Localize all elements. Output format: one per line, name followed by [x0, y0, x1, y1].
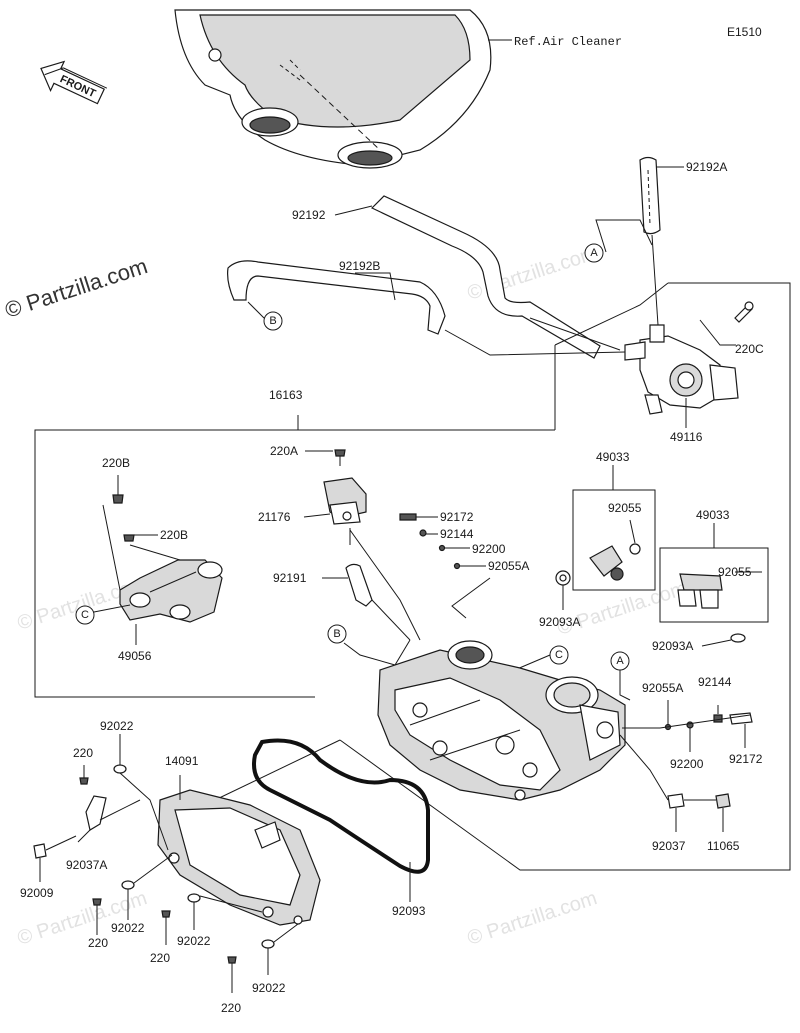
label-92022-b: 92022: [111, 921, 145, 935]
o-ring-92055-a: [629, 543, 641, 555]
screw-220a: [334, 449, 346, 457]
bolt-220-a: [79, 777, 89, 785]
hose-92191: [345, 563, 373, 607]
callout-b-lower-label: B: [333, 628, 340, 640]
washer-92022-d: [261, 939, 275, 949]
callout-c-right-label: C: [555, 649, 563, 661]
label-92144-a: 92144: [440, 527, 474, 541]
callout-c-right: [549, 645, 569, 665]
o-ring-92144-b: [713, 714, 723, 723]
o-ring-92200: [438, 544, 446, 552]
bolt-220b-lower: [123, 534, 135, 542]
air-cleaner-box: [174, 9, 492, 169]
label-220-d: 220: [221, 1001, 241, 1015]
clamp-92037: [667, 793, 685, 809]
label-92055-b: 92055: [718, 565, 752, 579]
label-92200-a: 92200: [472, 542, 506, 556]
label-220-a: 220: [73, 746, 93, 760]
assembly-frame: [34, 282, 791, 871]
label-21176: 21176: [258, 510, 291, 524]
label-92192: 92192: [292, 208, 326, 222]
label-49056: 49056: [118, 649, 152, 663]
label-92022-c: 92022: [177, 934, 211, 948]
o-ring-92144: [419, 529, 427, 537]
bolt-220-b: [92, 898, 102, 906]
label-14091: 14091: [165, 754, 199, 768]
watermark-main: © Partzilla.com: [2, 253, 151, 323]
label-92022-a: 92022: [100, 719, 134, 733]
label-220b-lower: 220B: [160, 528, 188, 542]
injector-box-49033-b: [659, 547, 769, 623]
callout-a-lower-label: A: [616, 655, 624, 667]
label-220a: 220A: [270, 444, 298, 458]
label-220b-upper: 220B: [102, 456, 130, 470]
cover-14091: [157, 789, 321, 926]
label-92037a: 92037A: [66, 858, 107, 872]
callout-c-left: [75, 605, 95, 625]
sensor-21176: [323, 477, 367, 525]
bracket-92037a: [85, 795, 107, 831]
label-49033-a: 49033: [596, 450, 630, 464]
label-92055a-a: 92055A: [488, 559, 529, 573]
label-92022-d: 92022: [252, 981, 286, 995]
injector-plug-92172: [399, 513, 417, 521]
callout-b-lower: [327, 624, 347, 644]
bolt-220-c: [161, 910, 171, 918]
washer-92022-b: [121, 880, 135, 890]
label-49116: 49116: [670, 430, 703, 444]
bolt-92009: [33, 843, 47, 859]
injector-49033-a: [589, 545, 624, 581]
cap-11065: [715, 793, 731, 809]
label-92200-b: 92200: [670, 757, 704, 771]
diagram-code: E1510: [727, 25, 762, 39]
label-92009: 92009: [20, 886, 54, 900]
reference-air-cleaner: Ref.Air Cleaner: [514, 35, 622, 49]
front-arrow-icon: FRONT: [40, 60, 108, 105]
label-92093a-b: 92093A: [652, 639, 693, 653]
label-220c: 220C: [735, 342, 764, 356]
gasket-92093: [252, 738, 430, 874]
label-92093a-a: 92093A: [539, 615, 580, 629]
injector-49033-b: [677, 573, 723, 609]
washer-92022-a: [113, 764, 127, 774]
watermark-faint-5: © Partzilla.com: [555, 577, 690, 640]
label-92144-b: 92144: [698, 675, 732, 689]
water-outlet-49056: [119, 559, 223, 623]
label-92172-b: 92172: [729, 752, 763, 766]
label-92172-a: 92172: [440, 510, 474, 524]
callout-b-upper: [263, 311, 283, 331]
purge-valve-49116: [624, 324, 739, 415]
callout-c-left-label: C: [81, 609, 89, 621]
seal-92093a-b: [730, 633, 746, 643]
o-ring-92055a: [453, 562, 461, 570]
label-92093: 92093: [392, 904, 426, 918]
injector-plug-92172-b: [729, 712, 753, 725]
callout-b-upper-label: B: [269, 315, 276, 327]
label-92055a-b: 92055A: [642, 681, 683, 695]
label-11065: 11065: [707, 839, 740, 853]
injector-box-49033-a: [572, 489, 656, 591]
label-220-b: 220: [88, 936, 108, 950]
label-49033-b: 49033: [696, 508, 730, 522]
label-92055-a: 92055: [608, 501, 642, 515]
washer-92022-c: [187, 893, 201, 903]
throttle-body-assembly: [377, 640, 626, 801]
label-220-c: 220: [150, 951, 170, 965]
label-92192a: 92192A: [686, 160, 727, 174]
label-92192b: 92192B: [339, 259, 380, 273]
bolt-220-d: [227, 956, 237, 964]
hose-92192a: [639, 156, 661, 326]
hose-92192b: [227, 260, 446, 335]
callout-a-upper-label: A: [590, 247, 598, 259]
hose-92192: [370, 195, 601, 359]
bolt-220b-upper: [112, 494, 124, 504]
callout-a-upper: [584, 243, 604, 263]
watermark-faint-4: © Partzilla.com: [465, 887, 600, 950]
callout-a-lower: [610, 651, 630, 671]
label-16163: 16163: [269, 388, 303, 402]
label-92191: 92191: [273, 571, 307, 585]
label-92037: 92037: [652, 839, 686, 853]
